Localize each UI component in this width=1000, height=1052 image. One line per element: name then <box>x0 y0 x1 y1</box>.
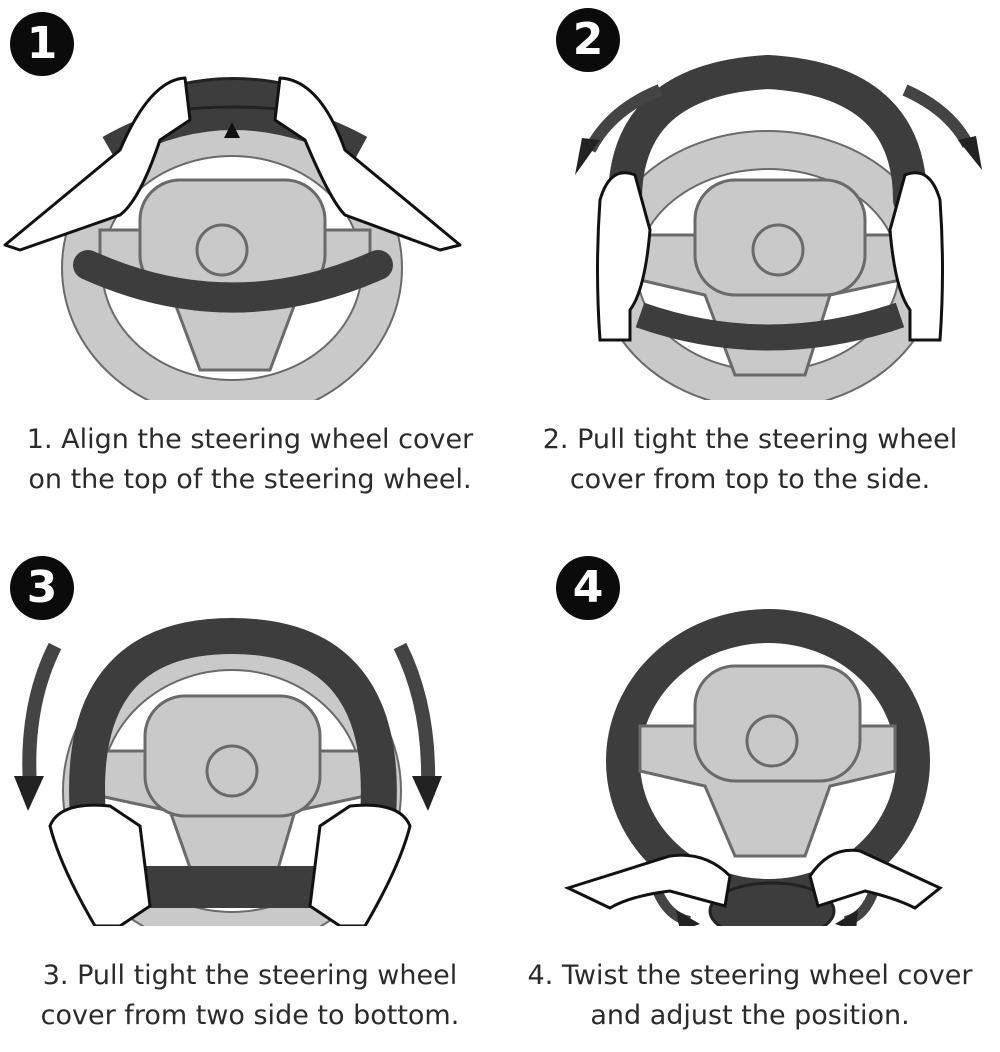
wheel-hub <box>745 714 799 768</box>
left-hand <box>563 853 732 910</box>
caption-line: 3. Pull tight the steering wheel <box>42 960 458 991</box>
step-4-panel: 4 4. Twist the steering wheel cover and … <box>500 526 1000 1052</box>
align-marker-icon <box>224 122 240 138</box>
left-hand <box>596 171 652 342</box>
wheel-hub <box>195 223 249 277</box>
right-hand <box>808 848 943 910</box>
wheel-cover <box>73 250 393 313</box>
wheel-hub <box>205 744 259 798</box>
step-badge: 2 <box>556 8 620 72</box>
step-caption: 3. Pull tight the steering wheel cover f… <box>0 956 500 1036</box>
caption-line: cover from top to the side. <box>569 464 931 495</box>
pull-arrow-left-icon <box>22 642 62 787</box>
right-hand <box>888 171 944 342</box>
pull-arrow-right-icon <box>902 84 974 148</box>
step-caption: 1. Align the steering wheel cover on the… <box>0 420 500 500</box>
step-caption: 4. Twist the steering wheel cover and ad… <box>500 956 1000 1036</box>
step-3-panel: 3 3. Pull tight the steering wheel cover… <box>0 526 500 1052</box>
step-badge: 3 <box>10 556 74 620</box>
step-3-illustration <box>14 617 442 926</box>
step-2-illustration <box>575 54 982 400</box>
wheel-cover <box>69 617 397 834</box>
pull-arrow-right-icon <box>393 642 436 787</box>
step-4-illustration <box>563 609 943 926</box>
caption-line: and adjust the position. <box>590 1000 910 1031</box>
step-1-illustration <box>3 76 462 400</box>
caption-line: on the top of the steering wheel. <box>28 464 472 495</box>
caption-line: 4. Twist the steering wheel cover <box>527 960 973 991</box>
step-2-panel: 2 2. Pull tight the steering wheel cover… <box>500 0 1000 526</box>
left-hand <box>48 803 152 926</box>
step-badge: 1 <box>10 12 74 76</box>
wheel-cover <box>608 54 927 217</box>
step-1-panel: 1 1. Align the steering wheel cover on t… <box>0 0 500 526</box>
caption-line: 2. Pull tight the steering wheel <box>542 424 958 455</box>
caption-line: cover from two side to bottom. <box>40 1000 460 1031</box>
step-caption: 2. Pull tight the steering wheel cover f… <box>500 420 1000 500</box>
step-badge: 4 <box>556 556 620 620</box>
caption-line: 1. Align the steering wheel cover <box>26 424 474 455</box>
wheel-hub <box>751 223 805 277</box>
right-hand <box>308 803 412 926</box>
right-hand <box>273 76 462 252</box>
left-hand <box>3 76 192 252</box>
